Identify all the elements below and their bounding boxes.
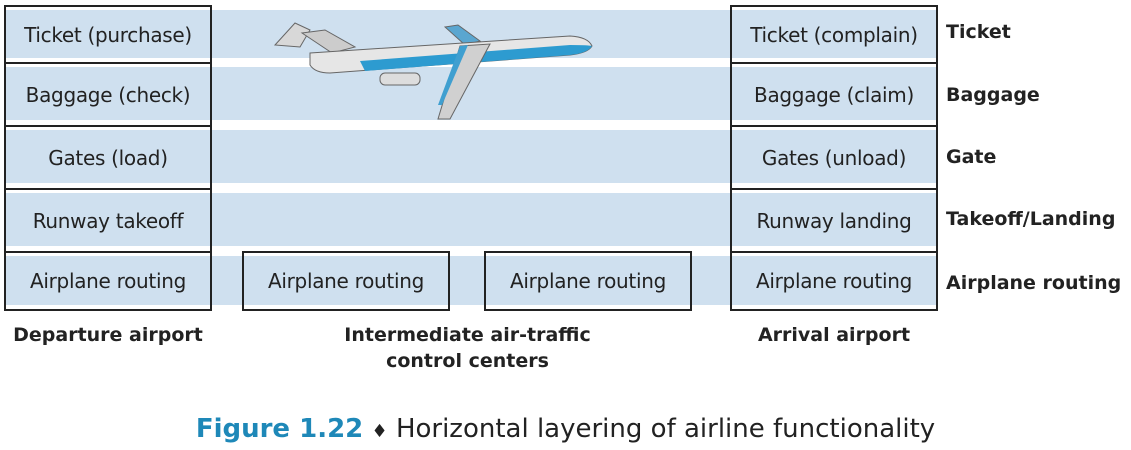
airplane-icon (273, 22, 593, 120)
layer-label-baggage: Baggage (946, 84, 1040, 106)
departure-gates-box: Gates (load) (4, 125, 212, 190)
departure-ticket-box: Ticket (purchase) (4, 5, 212, 64)
arrival-runway-box: Runway landing (730, 188, 938, 253)
intermediate-routing-box-1: Airplane routing (242, 251, 450, 311)
arrival-label: Arrival airport (757, 324, 911, 346)
layer-band-routing (4, 256, 937, 305)
departure-label: Departure airport (13, 324, 203, 346)
departure-baggage-box: Baggage (check) (4, 62, 212, 127)
arrival-baggage-box: Baggage (claim) (730, 62, 938, 127)
layer-label-ticket: Ticket (946, 21, 1011, 43)
intermediate-label: Intermediate air-traffic control centers (300, 322, 635, 374)
arrival-ticket-box: Ticket (complain) (730, 5, 938, 64)
arrival-routing-box: Airplane routing (730, 251, 938, 311)
caption-text: Horizontal layering of airline functiona… (395, 414, 936, 444)
figure-number: Figure 1.22 (195, 414, 364, 444)
layer-band-gate (4, 130, 937, 183)
intermediate-label-line1: Intermediate air-traffic (344, 324, 591, 346)
intermediate-label-line2: control centers (386, 350, 549, 372)
departure-runway-box: Runway takeoff (4, 188, 212, 253)
caption-separator: ♦ (371, 421, 388, 442)
layer-band-takeoff (4, 193, 937, 246)
layer-label-takeoff-landing: Takeoff/Landing (946, 208, 1116, 230)
departure-routing-box: Airplane routing (4, 251, 212, 311)
layer-label-gate: Gate (946, 146, 997, 168)
arrival-gates-box: Gates (unload) (730, 125, 938, 190)
figure-caption: Figure 1.22 ♦ Horizontal layering of air… (0, 414, 1131, 444)
layer-label-routing: Airplane routing (946, 272, 1122, 294)
intermediate-routing-box-2: Airplane routing (484, 251, 692, 311)
